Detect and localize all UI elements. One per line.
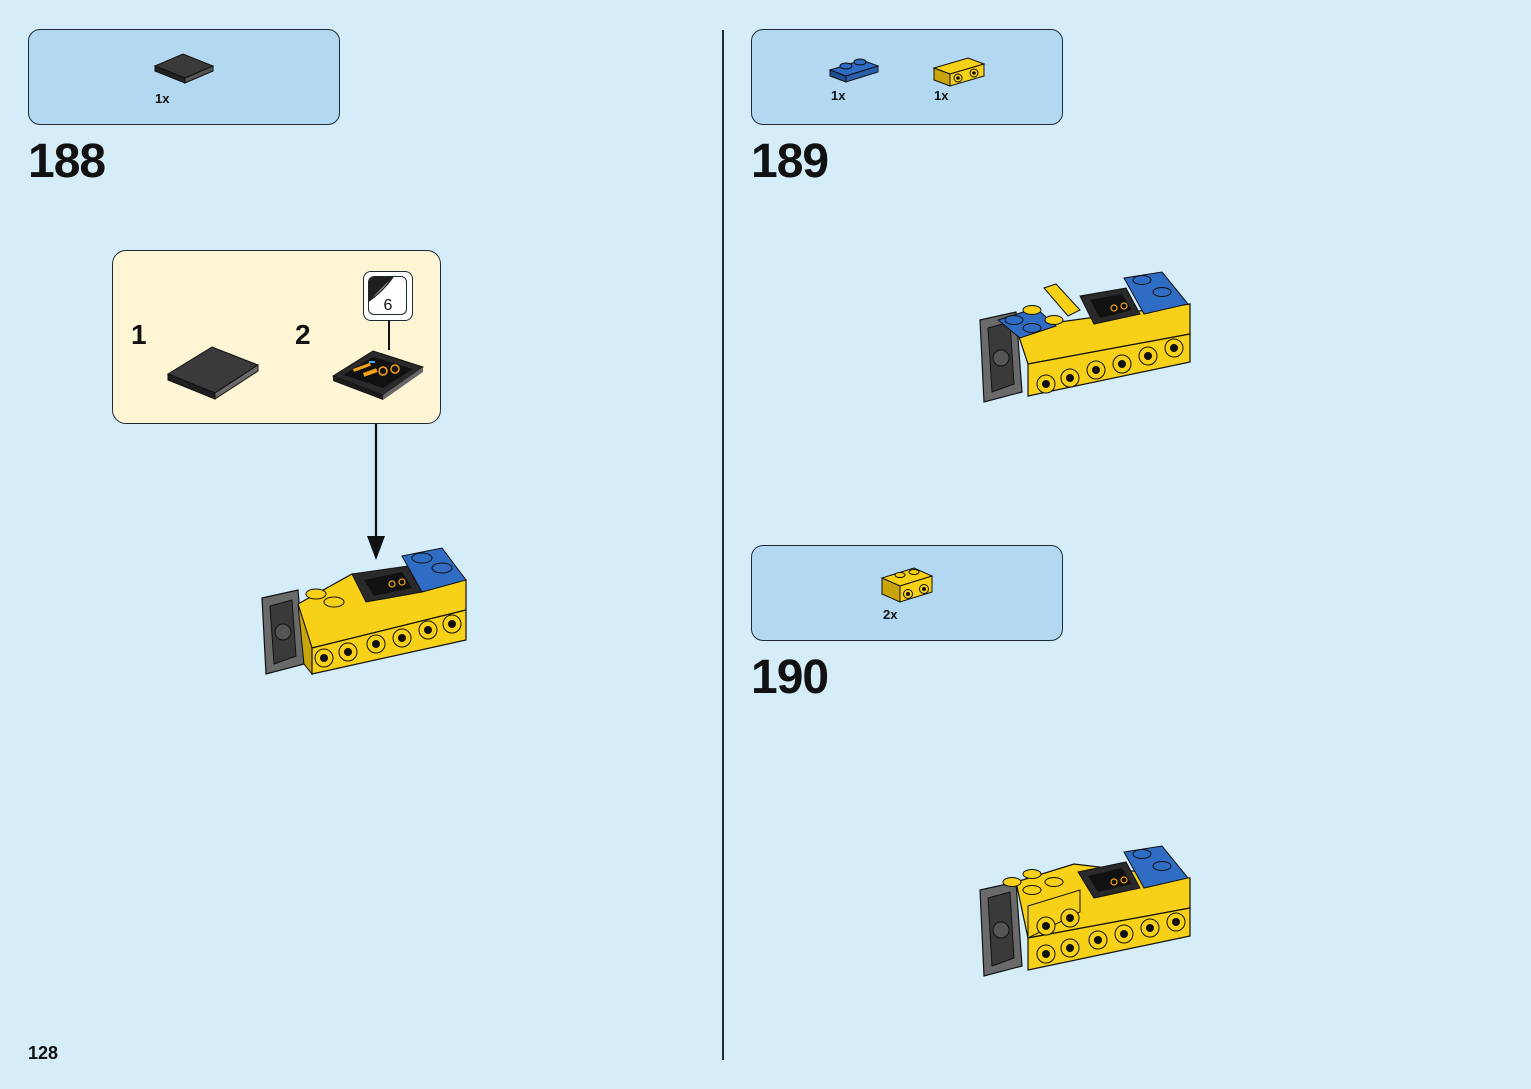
submodel-callout-box: 1 2 6 bbox=[112, 250, 441, 424]
sticker-sheet-icon bbox=[368, 276, 407, 315]
blue-plate-part-icon bbox=[828, 58, 880, 83]
yellow-brick-part-icon bbox=[880, 567, 934, 603]
substep-number: 1 bbox=[131, 319, 147, 350]
step-number: 189 bbox=[751, 135, 829, 188]
part-qty-label: 1x bbox=[155, 91, 170, 106]
part-qty-label: 1x bbox=[934, 88, 949, 103]
submodel-attach-arrow bbox=[367, 424, 385, 560]
page-number: 128 bbox=[28, 1043, 59, 1063]
parts-box-step-190: 2x bbox=[751, 545, 1063, 641]
part-qty-label: 1x bbox=[831, 88, 846, 103]
model-assembly-step-189 bbox=[979, 271, 1191, 403]
black-tile-icon bbox=[166, 346, 260, 400]
part-qty-label: 2x bbox=[883, 607, 898, 622]
page-divider bbox=[722, 30, 724, 1060]
sticker-reference: 6 bbox=[363, 271, 413, 321]
parts-box-step-188: 1x bbox=[28, 29, 340, 125]
sticker-pointer-line bbox=[388, 320, 390, 350]
substep-number: 2 bbox=[295, 319, 311, 350]
parts-box-step-189: 1x 1x bbox=[751, 29, 1063, 125]
sticker-number: 6 bbox=[383, 297, 393, 314]
model-assembly-step-190 bbox=[979, 845, 1191, 977]
yellow-bracket-part-icon bbox=[932, 57, 986, 87]
step-number: 188 bbox=[28, 135, 106, 188]
black-tile-part-icon bbox=[153, 53, 215, 84]
stickered-tile-icon bbox=[331, 350, 425, 400]
model-assembly-step-188 bbox=[261, 547, 467, 676]
step-number: 190 bbox=[751, 651, 829, 704]
